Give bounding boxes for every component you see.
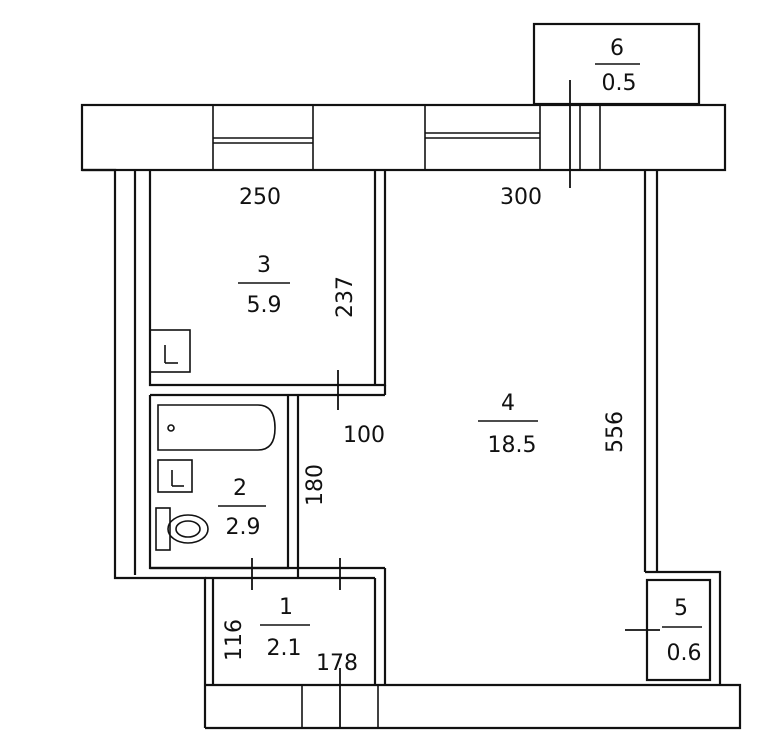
room-5-area: 0.6 <box>667 641 702 666</box>
sink-icon <box>149 329 191 373</box>
dimension-100: 100 <box>343 423 385 448</box>
room-1-number: 1 <box>279 595 293 620</box>
room-6-label: 6 0.5 <box>595 36 640 96</box>
room-2-area: 2.9 <box>226 515 261 540</box>
dimension-237: 237 <box>333 276 358 318</box>
dimension-250: 250 <box>239 185 281 210</box>
room-3-number: 3 <box>257 253 271 278</box>
dimension-116: 116 <box>222 619 247 661</box>
dimension-300: 300 <box>500 185 542 210</box>
top-exterior-wall <box>80 80 727 188</box>
room-3-walls <box>148 170 387 410</box>
room-2-number: 2 <box>233 476 247 501</box>
room-3-label: 3 5.9 <box>238 253 290 318</box>
room-6-number: 6 <box>610 36 624 61</box>
bathtub-icon <box>157 404 276 451</box>
room-1-label: 1 2.1 <box>260 595 310 661</box>
room-5-number: 5 <box>674 596 688 621</box>
room-3-area: 5.9 <box>247 293 282 318</box>
room-5-label: 5 0.6 <box>662 596 702 666</box>
washbasin-icon <box>157 459 193 493</box>
right-wall <box>643 170 722 685</box>
room-6-area: 0.5 <box>602 71 637 96</box>
left-exterior-wall <box>82 168 207 728</box>
room-2-label: 2 2.9 <box>218 476 266 540</box>
room-4-area: 18.5 <box>488 433 537 458</box>
dimension-178: 178 <box>316 651 358 676</box>
room-1-area: 2.1 <box>267 636 302 661</box>
bottom-exterior-wall <box>205 668 742 730</box>
dimension-556: 556 <box>603 411 628 453</box>
dimension-180: 180 <box>303 464 328 506</box>
toilet-icon <box>155 507 209 551</box>
room-5-walls <box>625 578 712 682</box>
room-1-walls <box>150 558 387 685</box>
room-4-label: 4 18.5 <box>478 391 538 458</box>
room-4-number: 4 <box>501 391 515 416</box>
